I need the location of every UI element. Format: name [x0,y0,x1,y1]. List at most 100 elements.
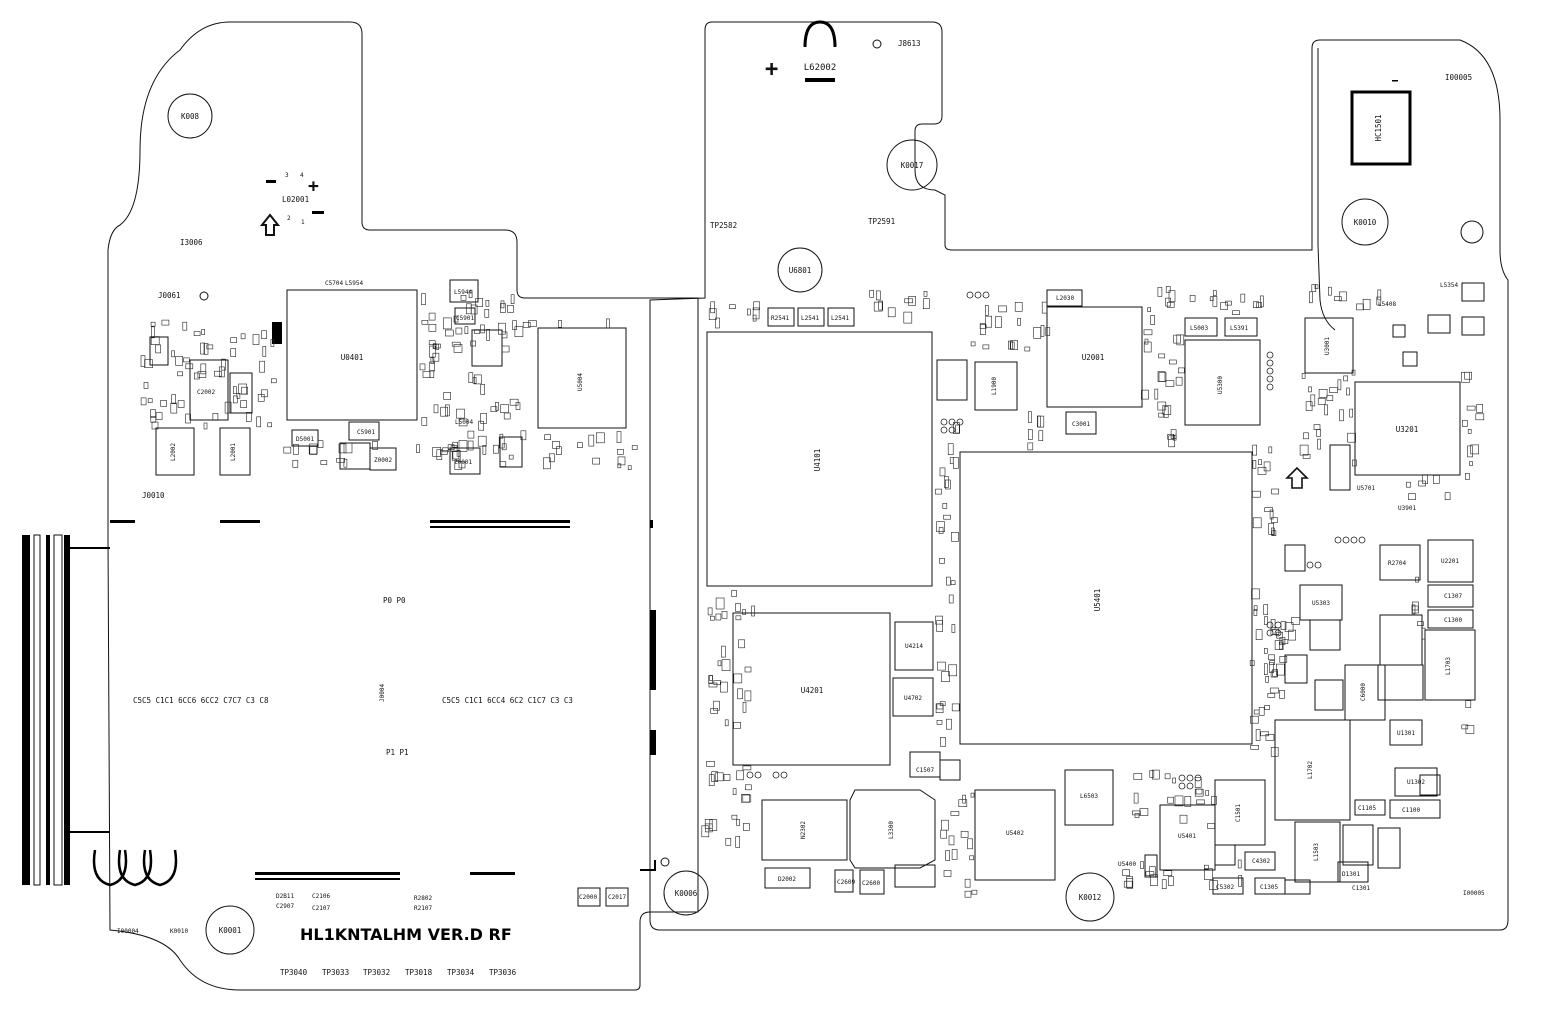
smd-pad [752,314,757,322]
chip-u5401: U5401 [959,451,1253,745]
mid-right-cluster: D1301 C1301 C1305 C4302 C5302 U5400 [1118,544,1441,895]
smd-pad [185,413,191,424]
smd-pad [451,450,461,461]
smd-pad [617,448,624,455]
smd-pad [240,400,247,408]
smd-pad [1310,394,1316,407]
svg-text:C3001: C3001 [1072,421,1090,428]
svg-text:L5391: L5391 [1230,325,1248,332]
svg-text:U2201: U2201 [1441,558,1459,565]
smd-pad [500,404,509,414]
smd-pad [1461,724,1469,730]
svg-text:L1900: L1900 [991,377,998,395]
arrow-up-icon [1285,466,1309,489]
smd-pad [1154,388,1159,400]
smd-pad [1251,588,1260,600]
smd-pad [256,416,262,428]
svg-text:K0012: K0012 [1079,893,1102,902]
smd-pad [1467,428,1472,434]
smd-pad [501,345,510,353]
svg-text:HC1501: HC1501 [1374,114,1383,141]
svg-text:L1503: L1503 [1313,843,1320,861]
smd-pad [936,521,945,533]
smd-pad [1352,459,1357,467]
via [1342,536,1350,544]
smd-pad [1253,709,1260,715]
smd-pad [1028,411,1032,423]
svg-text:U5300: U5300 [1217,376,1224,394]
svg-text:3: 3 [285,172,289,179]
via [772,771,780,779]
svg-text:C1300: C1300 [1444,617,1462,624]
chip-u2001: U2001 L2030 [1046,289,1143,408]
smd-pad [1152,769,1160,780]
smd-pad [1318,388,1328,398]
smd-pad [185,363,194,370]
smd-pad [744,784,752,791]
smd-pad [447,444,455,451]
smd-pad [971,889,978,895]
smd-pad [922,298,930,310]
smd-pad [751,605,755,617]
smd-pad [939,557,945,564]
smd-pad [724,719,729,727]
smd-pad [1334,296,1342,301]
smd-pad [197,371,207,378]
smd-pad [1317,397,1326,405]
smd-pad [1465,700,1472,708]
svg-text:K0017: K0017 [901,161,924,170]
smd-pad [1250,715,1259,724]
smd-pad [1324,404,1328,416]
via [1274,621,1282,629]
smd-pad [1133,773,1143,780]
smd-pad [143,382,149,389]
svg-text:D1301: D1301 [1342,871,1360,878]
smd-pad [950,811,960,816]
smd-pad [1272,669,1278,677]
smd-pad [1170,429,1177,439]
smd-pad [499,461,507,467]
smd-pad [252,334,260,345]
smd-pad [1165,297,1171,307]
smd-pad [1037,415,1041,428]
smd-pad [738,639,745,649]
smd-pad [923,290,928,297]
chip-u5303: U5303 [1299,584,1343,621]
svg-text:D5001: D5001 [296,436,314,443]
smd-pad [433,343,441,349]
smd-pad [309,446,318,455]
test-point: TP3018 [405,968,433,977]
smd-pad [713,680,722,685]
mount-hole-k0012: K0012 [1065,872,1115,922]
smd-pad [200,363,207,375]
smd-pad [951,703,960,712]
chip-u1301: U1301 [1389,719,1423,746]
smd-pad [177,371,183,377]
smd-pad [160,400,167,407]
smd-pad [170,402,178,414]
smd-pad [744,666,752,673]
chip-l5391-block: U5300 L5003 L5391 [1184,317,1261,426]
svg-text:U4201: U4201 [801,686,824,695]
smd-pad [501,331,508,339]
smd-pad [1164,773,1171,780]
smd-pad [140,397,147,406]
smd-pad [1271,517,1278,523]
smd-pad [1232,310,1240,316]
svg-text:R2107: R2107 [414,905,432,912]
smd-pad [948,835,955,846]
svg-text:C1307: C1307 [1444,593,1462,600]
smd-pad [421,417,428,426]
svg-text:2: 2 [287,215,291,222]
via [1358,536,1366,544]
smd-pad [1157,287,1163,297]
smd-pad [717,660,722,667]
smd-pad [1238,875,1242,887]
smd-pad [1027,442,1034,451]
chip-u0401: U0401 C5704 L5954 [286,280,418,421]
smd-pad [230,337,237,344]
smd-pad [715,597,725,610]
svg-text:I00005: I00005 [1445,73,1472,82]
smd-pad [182,321,188,331]
smd-pad [150,336,160,345]
